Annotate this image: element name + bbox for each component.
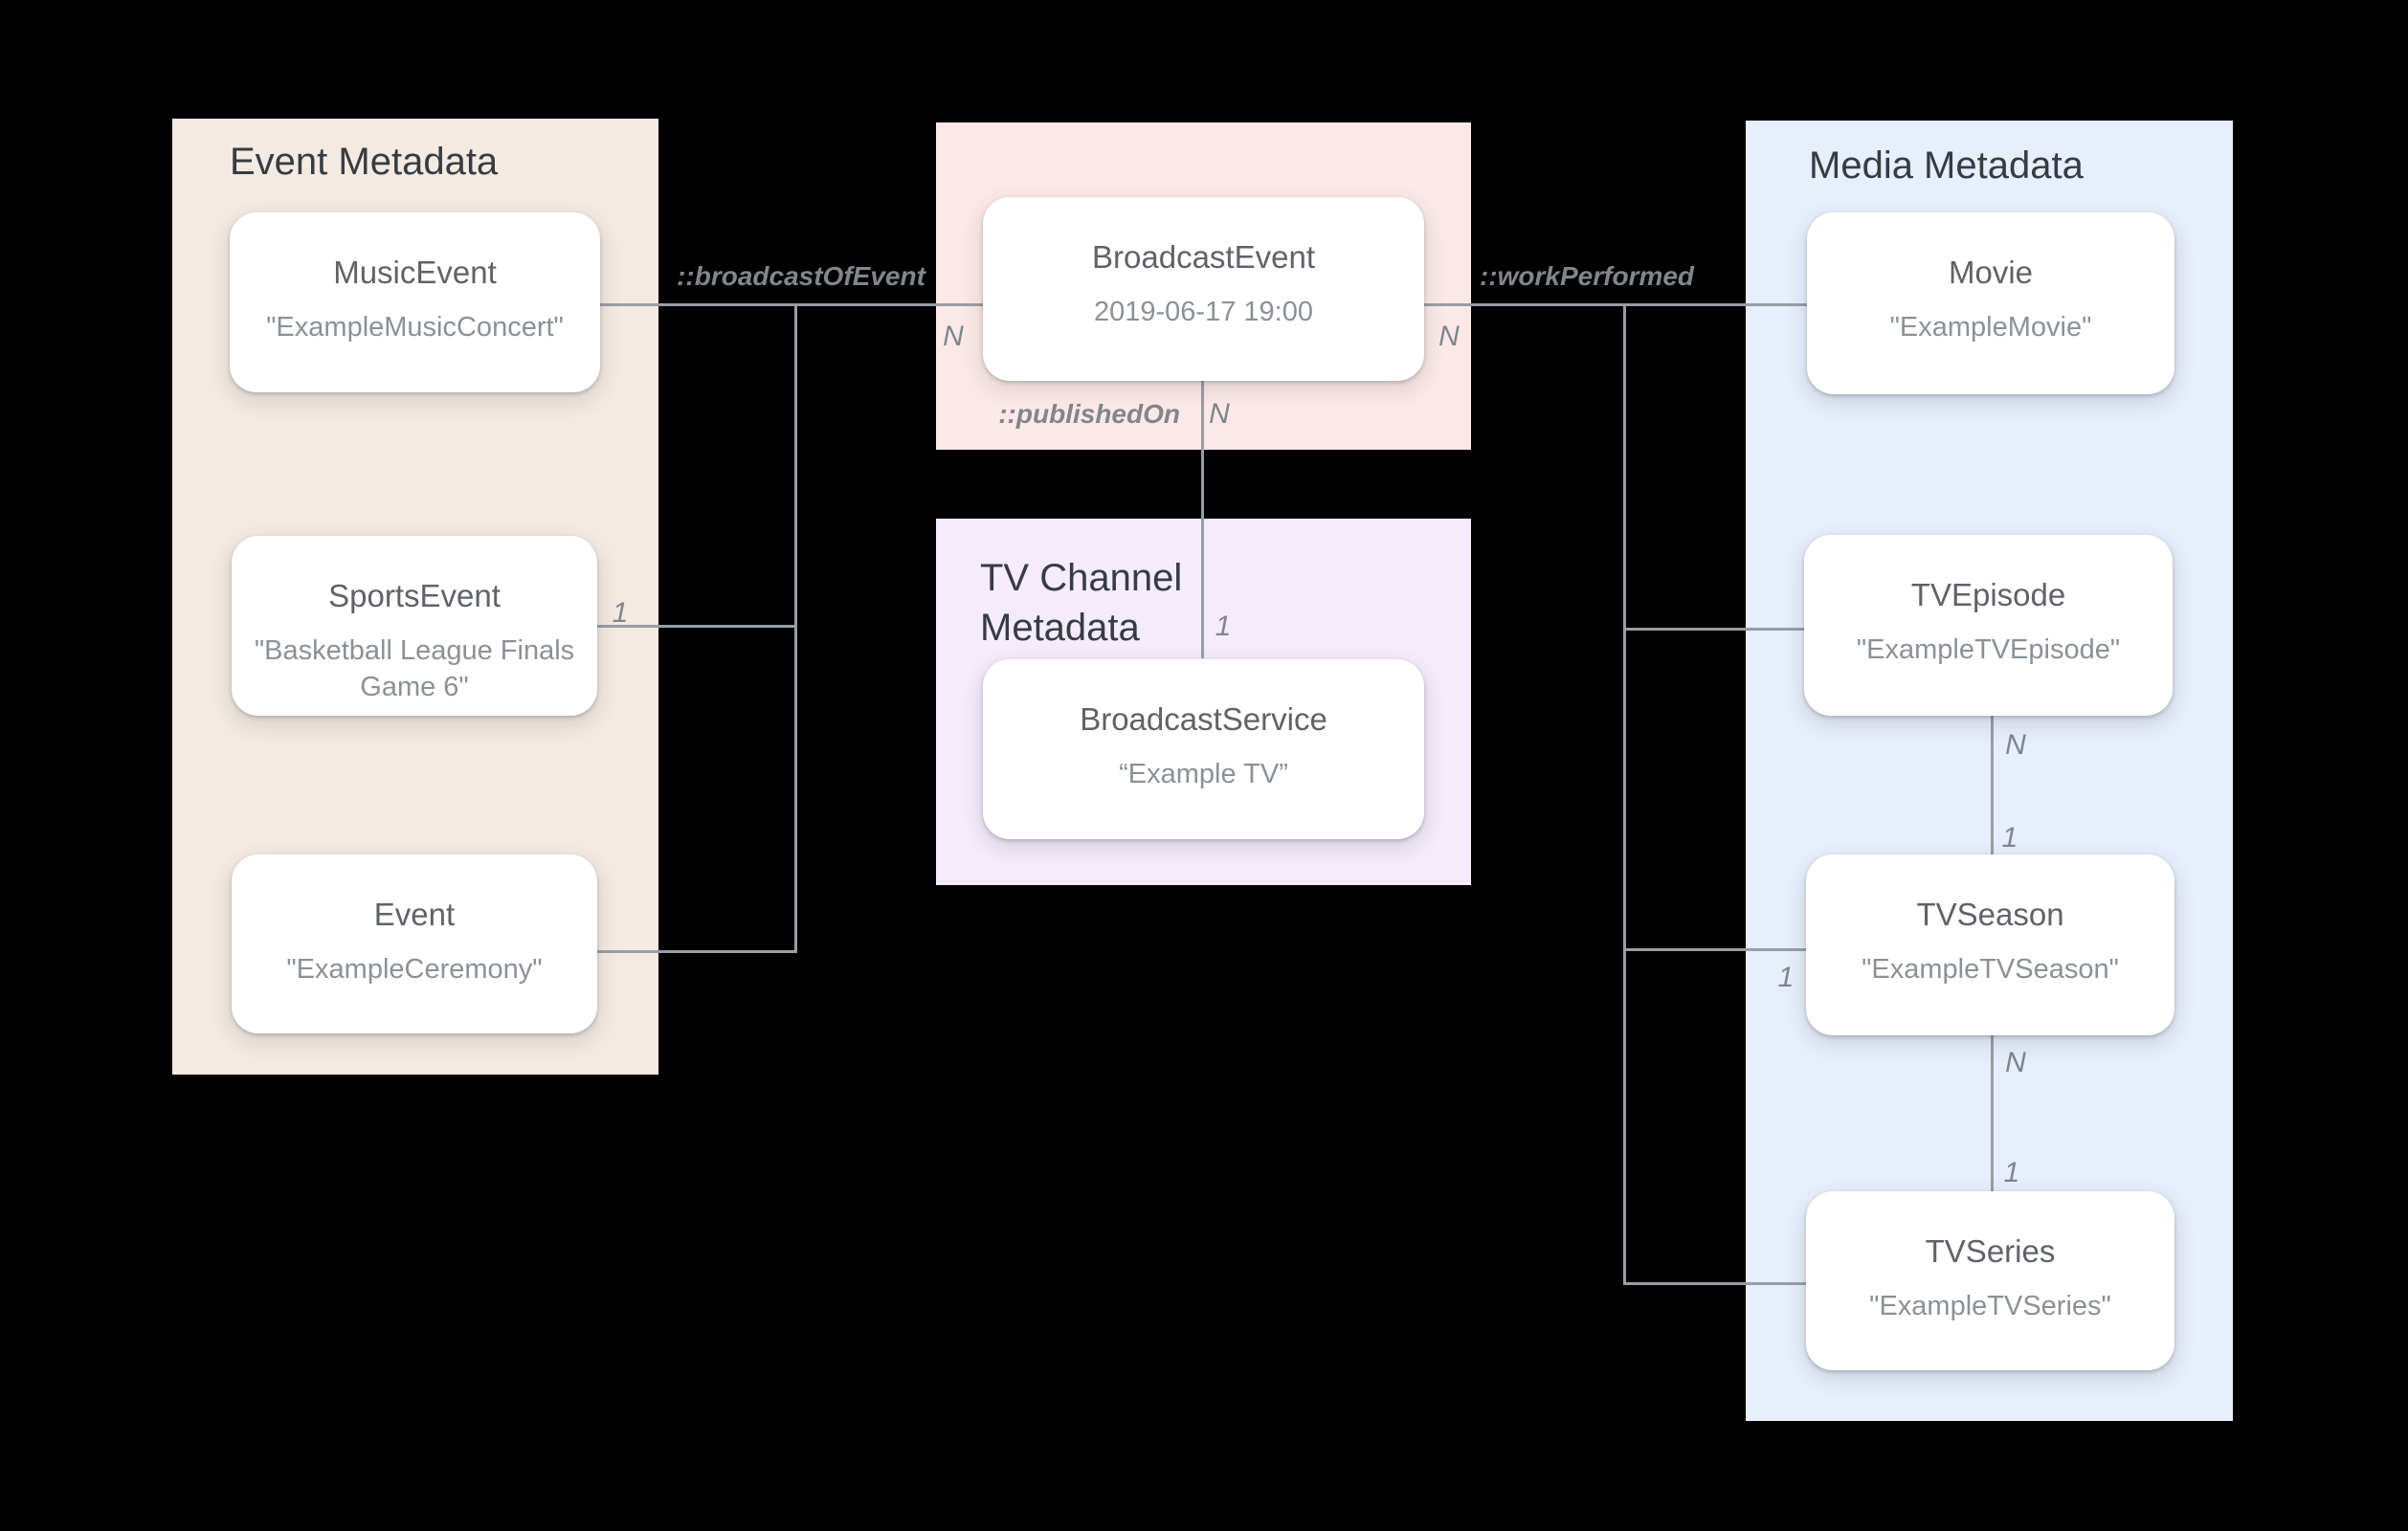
panel-title-media-metadata: Media Metadata <box>1809 144 2084 187</box>
node-sports-event: SportsEvent "Basketball League Finals Ga… <box>232 536 597 716</box>
mult-1-tvepisode-tvseason: 1 <box>2001 822 2018 854</box>
node-event-value: "ExampleCeremony" <box>286 954 543 985</box>
line-tvepisode-tvseason <box>1991 716 1994 855</box>
node-broadcast-service-label: BroadcastService <box>1080 701 1327 737</box>
mult-1-broadcastservice: 1 <box>1215 610 1232 642</box>
line-left-trunk <box>794 303 797 953</box>
mult-1-tvseason: 1 <box>1777 962 1795 993</box>
line-broadcastevent-movie <box>1424 303 1807 306</box>
mult-n-tvepisode-tvseason: N <box>2005 729 2026 761</box>
node-tv-episode: TVEpisode "ExampleTVEpisode" <box>1804 535 2173 716</box>
edge-label-workperformed: ::workPerformed <box>1479 261 1695 291</box>
mult-n-broadcastofevent: N <box>943 321 964 352</box>
node-tv-season: TVSeason "ExampleTVSeason" <box>1806 854 2174 1035</box>
node-music-event-label: MusicEvent <box>333 255 497 290</box>
node-tv-season-value: "ExampleTVSeason" <box>1862 954 2119 985</box>
panel-title-event-metadata: Event Metadata <box>230 141 499 183</box>
line-trunk-tvepisode <box>1623 628 1805 631</box>
line-musicevent-broadcastevent <box>600 303 983 306</box>
line-trunk-tvseason <box>1623 948 1807 951</box>
node-broadcast-event-value: 2019-06-17 19:00 <box>1094 297 1313 327</box>
line-tvseason-tvseries <box>1991 1035 1994 1192</box>
node-tv-series: TVSeries "ExampleTVSeries" <box>1806 1191 2174 1370</box>
node-tv-episode-value: "ExampleTVEpisode" <box>1856 634 2121 665</box>
node-sports-event-value: "Basketball League Finals Game 6" <box>254 635 575 702</box>
edge-label-publishedon: ::publishedOn <box>998 399 1180 429</box>
line-right-trunk <box>1623 303 1626 1285</box>
node-movie-label: Movie <box>1948 255 2034 290</box>
node-broadcast-event-label: BroadcastEvent <box>1092 239 1315 275</box>
node-movie-value: "ExampleMovie" <box>1889 312 2092 343</box>
node-movie: Movie "ExampleMovie" <box>1807 212 2174 394</box>
mult-n-publishedon: N <box>1209 398 1230 430</box>
mult-n-workperformed: N <box>1438 321 1460 352</box>
node-broadcast-event: BroadcastEvent 2019-06-17 19:00 <box>983 197 1424 381</box>
mult-1-tvseason-tvseries: 1 <box>2003 1157 2020 1188</box>
node-music-event-value: "ExampleMusicConcert" <box>266 312 564 343</box>
line-event-trunk <box>597 950 797 953</box>
node-tv-episode-label: TVEpisode <box>1910 577 2066 612</box>
panel-title-tv-channel-metadata: TV Channel Metadata <box>980 557 1183 649</box>
node-broadcast-service: BroadcastService “Example TV” <box>983 659 1424 839</box>
edge-label-broadcastofevent: ::broadcastOfEvent <box>677 261 925 291</box>
node-broadcast-service-value: “Example TV” <box>1119 759 1288 789</box>
node-tv-series-label: TVSeries <box>1925 1233 2056 1269</box>
node-event: Event "ExampleCeremony" <box>232 854 597 1033</box>
mult-1-sportsevent: 1 <box>612 597 629 629</box>
node-sports-event-label: SportsEvent <box>328 578 501 613</box>
node-music-event: MusicEvent "ExampleMusicConcert" <box>230 212 600 392</box>
line-sportsevent-trunk <box>597 625 797 628</box>
node-tv-series-value: "ExampleTVSeries" <box>1869 1291 2111 1321</box>
line-trunk-tvseries <box>1623 1282 1807 1285</box>
node-event-label: Event <box>373 897 456 932</box>
mult-n-tvseason-tvseries: N <box>2005 1047 2026 1078</box>
node-tv-season-label: TVSeason <box>1916 897 2064 932</box>
line-publishedon <box>1201 381 1204 658</box>
